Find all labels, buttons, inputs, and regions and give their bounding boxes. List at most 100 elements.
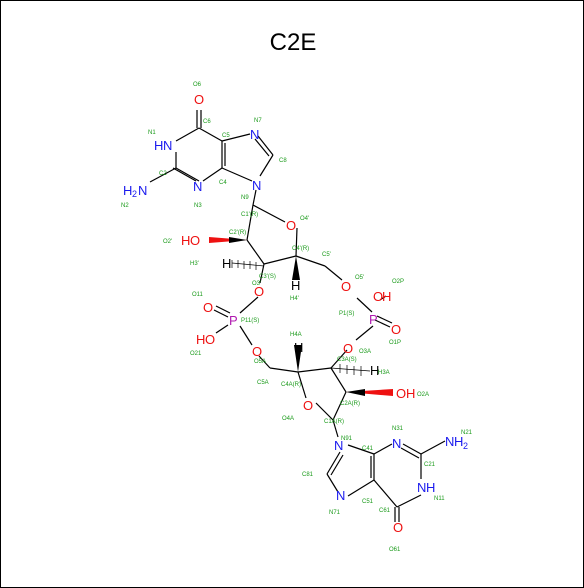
atom-label: O11 [192,292,204,298]
atom-symbol-o: O [343,341,353,356]
atom-symbol-n: N [392,436,401,451]
atom-label: C2'(R) [229,230,246,236]
atom-label: O6 [193,82,202,88]
atom-label: N3 [194,203,202,209]
atom-symbol-p: P [229,313,238,328]
guanine-bottom-bonds [326,440,446,522]
atom-label: C2A(R) [340,401,360,407]
atom-symbol-n: N [334,438,343,453]
atom-label: C4 [219,180,227,186]
atom-symbol-o: O [303,398,313,413]
atom-label: C8 [279,158,287,164]
atom-label: C21 [424,462,436,468]
atom-label: C6 [203,119,211,125]
atom-label: C41 [362,446,374,452]
atom-label: C4A(R) [281,382,301,388]
atom-label: C3A(S) [337,357,357,363]
atom-symbol-h: H [454,434,463,449]
guanine-top-bonds [149,110,274,206]
atom-symbol-o: O [205,332,215,347]
atom-symbol-h: H [196,332,205,347]
atom-label: O2' [163,239,172,245]
atom-label: C81 [302,472,314,478]
atom-label: N7 [254,118,262,124]
atom-symbol-h: H [406,386,415,401]
atom-symbol-h: H [426,480,435,495]
atom-symbol-n: N [252,178,261,193]
atom-label: H3' [190,261,199,267]
atom-symbol-o: O [252,344,262,359]
atom-label: O1P [389,340,401,346]
atom-symbol-o: O [391,322,401,337]
atom-symbol-n: N [336,488,345,503]
atom-symbol-h: H [222,256,231,271]
atom-label: C61 [379,508,391,514]
atom-label: P1(S) [339,311,354,317]
element-symbols: O N H N N N H 2 N O H O H H O O H P O O … [123,92,468,535]
ribose-upper-bonds [209,204,393,341]
atom-symbol-h: H [382,289,391,304]
atom-label: O5A [254,359,266,365]
atom-label: N71 [329,510,341,516]
atom-symbol-o: O [341,279,351,294]
atom-label: N31 [392,426,404,432]
atom-label: H4A [290,332,302,338]
atom-symbol-n: N [417,480,426,495]
atom-symbol-subscript: 2 [132,189,137,199]
atom-label: N91 [341,436,353,442]
atom-label: C5 [222,133,230,139]
atom-symbol-o: O [393,520,403,535]
atom-symbol-h: H [123,183,132,198]
atom-symbol-o: O [203,300,213,315]
atom-label: H4' [290,296,299,302]
atom-symbol-h: H [294,340,303,355]
atom-label: O5' [355,275,364,281]
atom-symbol-n: N [445,434,454,449]
atom-symbol-o: O [190,233,200,248]
atom-symbol-p: P [369,312,378,327]
atom-symbol-h: H [181,233,190,248]
atom-label: C4'(R) [292,246,309,252]
atom-label: N21 [461,430,473,436]
atom-label: O3A [359,349,371,355]
atom-label: N11 [434,496,445,502]
atom-label: C5' [322,252,331,258]
atom-symbol-o: O [373,289,383,304]
atom-label: O21 [190,351,202,357]
atom-label: C2 [159,171,167,177]
ribose-lower-bonds [294,345,393,438]
atom-name-labels: O6 N1 C6 N7 C5 C8 C2 C4 N2 N3 N9 C1'(R) … [121,82,473,553]
atom-symbol-o: O [194,92,204,107]
atom-label: N9 [241,195,249,201]
atom-label: O4A [282,416,294,422]
phosphate-left-bonds [213,296,299,373]
atom-symbol-n: N [138,183,147,198]
atom-symbol-h: H [291,278,300,293]
atom-label: C1A(R) [324,419,344,425]
atom-label: H3A [378,370,390,376]
atom-label: O2P [392,279,404,285]
atom-label: C1'(R) [241,212,258,218]
atom-label: N1 [148,130,156,136]
atom-label: O3' [252,281,261,287]
atom-label: O61 [389,547,401,553]
atom-label: O2A [417,392,429,398]
atom-symbol-subscript: 2 [463,441,468,451]
atom-symbol-o: O [286,218,296,233]
atom-symbol-o: O [254,284,264,299]
atom-symbol-n: N [193,179,202,194]
atom-label: O4' [300,216,309,222]
atom-symbol-o: O [396,386,406,401]
atom-symbol-h: H [154,138,163,153]
atom-label: P11(S) [241,318,259,324]
atom-label: C51 [362,499,374,505]
atom-symbol-n: N [163,138,172,153]
atom-label: C5A [257,380,269,386]
atom-label: C3'(S) [259,274,276,280]
atom-symbol-h: H [370,363,379,378]
atom-symbol-n: N [250,127,259,142]
molecule-title: C2E [269,29,317,56]
atom-label: N2 [121,203,129,209]
